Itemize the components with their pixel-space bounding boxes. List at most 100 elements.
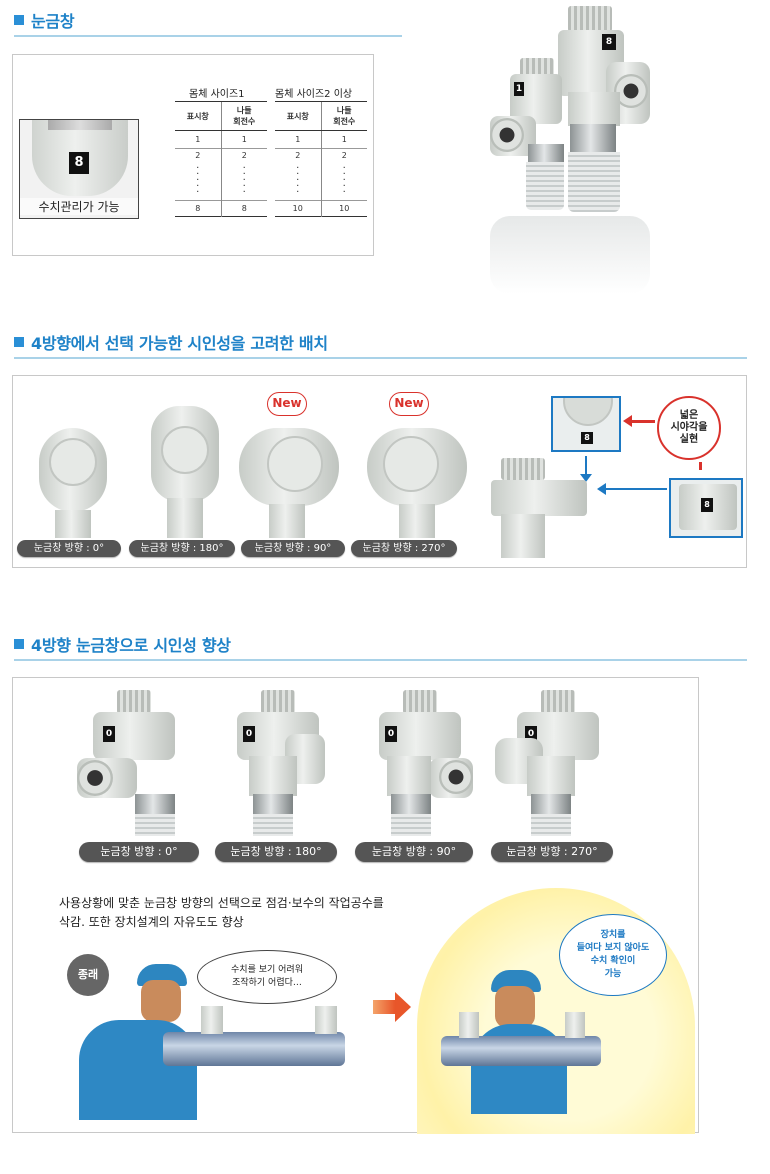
- valve-port-icon: [439, 760, 473, 794]
- table1-title: 몸체 사이즈1: [189, 89, 245, 100]
- new-badge: New: [267, 392, 307, 416]
- side-view-window: 8: [701, 498, 713, 512]
- big-valve-metal: [570, 124, 616, 152]
- table-cell: 1: [295, 135, 301, 144]
- table2: 표시창 나들 회전수 1 1 2 2 ····· ····· 10 10: [275, 101, 367, 217]
- valve-window: 0: [385, 726, 397, 742]
- table2-header-display: 표시창: [275, 101, 321, 131]
- table-cell: 2: [320, 148, 367, 163]
- side-view-frame: 8: [669, 478, 743, 538]
- top-view-window: 8: [581, 432, 593, 444]
- big-valve-window: 8: [602, 34, 616, 50]
- orange-arrow-icon: [373, 1000, 395, 1014]
- big-valve-knob: [568, 6, 612, 32]
- scale-window-number: 8: [69, 152, 89, 174]
- callout-text: 넓은 시야각을 실현: [670, 410, 708, 445]
- section1-title: 눈금창: [31, 12, 75, 31]
- orientation-badge-180: 눈금창 방향 : 180°: [129, 540, 235, 557]
- valve-90deg: 0: [359, 688, 473, 838]
- section1-header: 눈금창: [14, 8, 75, 32]
- new-speech-bubble: 장치를 들여다 보지 않아도 수치 확인이 가능: [559, 914, 667, 996]
- ellipsis-icon: ·····: [320, 162, 367, 201]
- small-valve-knob: [520, 58, 554, 78]
- valve-0deg: 0: [75, 688, 175, 838]
- table-cell: 2: [220, 148, 267, 163]
- valve-270deg: 0: [493, 688, 603, 838]
- scale-window-zoom: 8 수치관리가 가능: [19, 119, 139, 219]
- red-arrow-left-icon: [627, 420, 655, 423]
- table-cell: 1: [195, 135, 201, 144]
- scale-window-box: 8 수치관리가 가능 몸체 사이즈1 표시창 나들 회전수 1 1 2 2 ··…: [12, 54, 374, 256]
- red-arrowhead-icon: [623, 415, 632, 427]
- table1: 표시창 나들 회전수 1 1 2 2 ····· ····· 8 8: [175, 101, 267, 217]
- assembly-illustration: [491, 454, 601, 558]
- table1-header-display: 표시창: [175, 101, 221, 131]
- cylinder-new: [441, 1036, 601, 1066]
- ellipsis-icon: ·····: [220, 162, 267, 201]
- square-bullet-icon: [14, 337, 24, 347]
- cylinder-valve-new-right: [565, 1012, 585, 1038]
- visibility-badge-180: 눈금창 방향 : 180°: [215, 842, 337, 862]
- cylinder-valve-right: [315, 1006, 337, 1034]
- small-valve-thread: [526, 162, 564, 210]
- square-bullet-icon: [14, 639, 24, 649]
- dial-head-90: [239, 428, 339, 538]
- orientation-badge-0: 눈금창 방향 : 0°: [17, 540, 121, 557]
- product-reflection: [490, 216, 650, 294]
- worker-head-new: [495, 986, 535, 1028]
- table-cell: 1: [220, 130, 267, 149]
- small-valve-window: 1: [514, 82, 524, 96]
- ellipsis-icon: ·····: [296, 163, 300, 199]
- big-valve-neck: [568, 92, 620, 126]
- dial-head-180: [145, 406, 225, 538]
- orientation-badge-90: 눈금창 방향 : 90°: [241, 540, 345, 557]
- benefit-description: 사용상황에 맞춘 눈금창 방향의 선택으로 점검·보수의 작업공수를 삭감. 또…: [59, 896, 384, 929]
- cylinder-valve-new-left: [459, 1012, 479, 1038]
- table-cell: 10: [320, 200, 367, 217]
- top-view-frame: 8: [551, 396, 621, 452]
- table-cell: 1: [320, 130, 367, 149]
- table-cell: 8: [220, 200, 267, 217]
- section3-title: 4방향 눈금창으로 시인성 향상: [31, 636, 231, 655]
- small-valve-metal: [528, 144, 564, 164]
- valve-window: 0: [243, 726, 255, 742]
- dial-head-0: [33, 428, 113, 538]
- big-valve-thread: [568, 152, 620, 212]
- table-cell: 10: [292, 204, 303, 213]
- orange-arrowhead-icon: [395, 992, 411, 1022]
- valve-180deg: 0: [223, 688, 333, 838]
- cylinder-valve-left: [201, 1006, 223, 1034]
- old-tag: 종래: [67, 954, 109, 996]
- red-arrow-down-icon: [699, 462, 702, 470]
- ellipsis-icon: ·····: [196, 163, 200, 199]
- blue-arrowhead-left-icon: [597, 483, 606, 495]
- cylinder: [163, 1032, 345, 1066]
- section1-rule: [14, 35, 402, 37]
- valve-knob-closeup: [48, 120, 112, 130]
- blue-arrow-left-icon: [605, 488, 667, 490]
- valve-port-icon: [77, 760, 113, 796]
- blue-arrowhead-down-icon: [580, 474, 592, 482]
- blue-arrow-down-icon: [585, 456, 587, 478]
- new-badge: New: [389, 392, 429, 416]
- visibility-badge-0: 눈금창 방향 : 0°: [79, 842, 199, 862]
- dial-head-270: [367, 428, 467, 538]
- table2-title: 몸체 사이즈2 이상: [275, 89, 353, 100]
- product-photo-pair: 8 1: [486, 4, 656, 294]
- table-cell: 2: [295, 151, 301, 161]
- wide-view-callout: 넓은 시야각을 실현: [657, 396, 721, 460]
- worker-head: [141, 980, 181, 1022]
- visibility-box: 0 0 0 0 눈금창 방향 : 0° 눈금창 방향 : 180° 눈금창 방향…: [12, 677, 699, 1134]
- section3-rule: [14, 659, 747, 661]
- valve-window: 0: [103, 726, 115, 742]
- table2-header-turns: 나들 회전수: [320, 101, 367, 131]
- table-cell: 8: [195, 204, 201, 213]
- section2-rule: [14, 357, 747, 359]
- small-valve-port-icon: [490, 118, 524, 152]
- visibility-badge-270: 눈금창 방향 : 270°: [491, 842, 613, 862]
- zoom-caption: 수치관리가 가능: [20, 198, 138, 215]
- orientation-box: New New 눈금창 방향 : 0° 눈금창 방향 : 180° 눈금창 방향…: [12, 375, 747, 568]
- section2-title: 4방향에서 선택 가능한 시인성을 고려한 배치: [31, 334, 328, 353]
- old-speech-bubble: 수치를 보기 어려워 조작하기 어렵다…: [197, 950, 337, 1004]
- section3-header: 4방향 눈금창으로 시인성 향상: [14, 632, 231, 656]
